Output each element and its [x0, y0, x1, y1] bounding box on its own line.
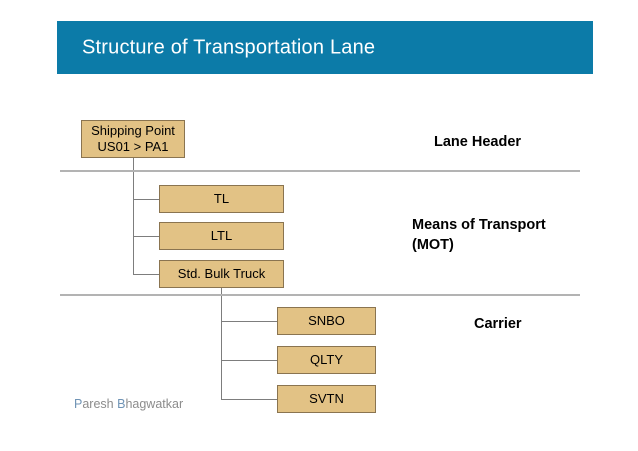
node-carrier-snbo-label: SNBO — [308, 312, 345, 328]
watermark-initial-last: B — [117, 397, 126, 411]
author-watermark: Paresh Bhagwatkar — [74, 397, 183, 411]
slide-title-bar: Structure of Transportation Lane — [57, 21, 593, 74]
connector-root-to-tl — [133, 199, 160, 200]
node-carrier-qlty-label: QLTY — [310, 351, 343, 367]
section-label-carrier: Carrier — [474, 316, 522, 332]
node-carrier-svtn[interactable]: SVTN — [277, 385, 376, 413]
watermark-initial-first: P — [74, 397, 83, 411]
connector-carrier-to-snbo — [221, 321, 278, 322]
node-mot-std-bulk-truck-label: Std. Bulk Truck — [177, 265, 266, 281]
watermark-rest-first: aresh — [82, 397, 118, 411]
node-carrier-svtn-label: SVTN — [309, 390, 344, 406]
divider-lane-header — [60, 170, 580, 172]
node-carrier-qlty[interactable]: QLTY — [277, 346, 376, 374]
node-mot-tl-label: TL — [213, 190, 230, 206]
connector-root-trunk — [133, 158, 134, 274]
slide-title: Structure of Transportation Lane — [82, 36, 376, 58]
connector-carrier-to-qlty — [221, 360, 278, 361]
node-mot-ltl[interactable]: LTL — [159, 222, 284, 250]
node-shipping-point-line1: Shipping Point — [91, 122, 175, 138]
node-shipping-point[interactable]: Shipping Point US01 > PA1 — [81, 120, 185, 158]
node-mot-ltl-label: LTL — [210, 227, 233, 243]
watermark-rest-last: hagwatkar — [125, 397, 184, 411]
connector-root-to-bulk-truck — [133, 274, 160, 275]
connector-carrier-trunk — [221, 288, 222, 399]
node-carrier-snbo[interactable]: SNBO — [277, 307, 376, 335]
section-label-lane-header: Lane Header — [434, 134, 522, 150]
connector-carrier-to-svtn — [221, 399, 278, 400]
divider-mot — [60, 294, 580, 296]
connector-root-to-ltl — [133, 236, 160, 237]
node-mot-std-bulk-truck[interactable]: Std. Bulk Truck — [159, 260, 284, 288]
section-label-means-of-transport: Means of Transport (MOT) — [412, 217, 546, 253]
node-shipping-point-line2: US01 > PA1 — [97, 139, 169, 154]
node-mot-tl[interactable]: TL — [159, 185, 284, 213]
